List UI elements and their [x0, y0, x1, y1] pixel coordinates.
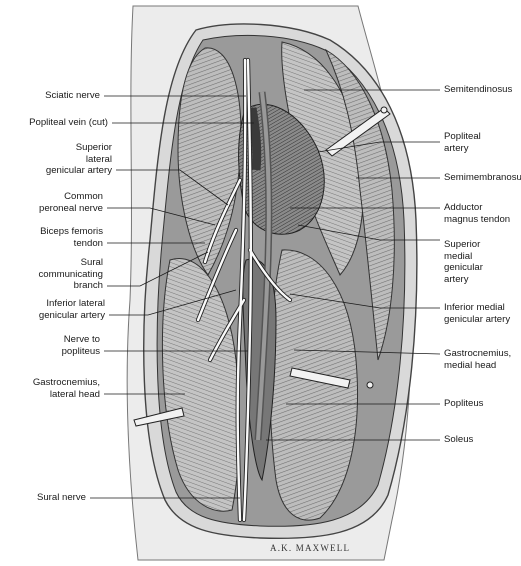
label-line: genicular artery [38, 309, 105, 321]
label-line: Superior [444, 239, 481, 250]
label-line: magnus tendon [444, 213, 511, 225]
semitendinosus-muscle [324, 48, 395, 361]
label-inferior-lateral-genicular-artery: Inferior lateral genicular artery [0, 298, 105, 321]
label-line: Soleus [444, 434, 474, 445]
label-line: Superior [75, 142, 112, 153]
label-line: genicular [444, 262, 483, 273]
label-semitendinosus: Semitendinosus [444, 84, 512, 96]
label-popliteus: Popliteus [444, 398, 483, 410]
label-adductor-magnus-tendon: Adductor magnus tendon [444, 202, 510, 225]
label-superior-medial-genicular-artery: Superior medial genicular artery [444, 239, 483, 285]
popliteal-vein-cut [247, 107, 262, 171]
label-soleus: Soleus [444, 434, 473, 446]
label-line: lateral [85, 153, 112, 165]
label-popliteal-artery: Popliteal artery [444, 131, 481, 154]
label-inferior-medial-genicular-artery: Inferior medial genicular artery [444, 302, 510, 325]
label-line: Gastrocnemius, [32, 377, 100, 388]
label-gastrocnemius-medial-head: Gastrocnemius, medial head [444, 348, 511, 371]
label-line: Nerve to [63, 334, 100, 345]
label-line: Inferior lateral [46, 298, 105, 309]
label-line: artery [444, 142, 469, 154]
label-line: medial head [444, 359, 497, 371]
label-line: communicating [38, 268, 103, 280]
label-line: Sural nerve [36, 492, 86, 503]
label-popliteal-vein: Popliteal vein (cut) [0, 117, 108, 129]
label-line: Sural [80, 257, 103, 268]
label-line: Adductor [444, 202, 483, 213]
label-line: genicular artery [45, 165, 112, 176]
label-line: Sciatic nerve [45, 90, 100, 101]
label-line: popliteus [61, 345, 100, 357]
label-line: Popliteus [444, 398, 484, 409]
label-line: peroneal nerve [38, 202, 103, 214]
label-semimembranosus: Semimembranosus [444, 172, 521, 184]
label-line: genicular artery [444, 313, 511, 325]
label-line: Semimembranosus [444, 172, 521, 183]
label-biceps-femoris-tendon: Biceps femoris tendon [0, 226, 103, 249]
retractor-hooks [133, 106, 391, 427]
label-line: tendon [73, 237, 103, 249]
leader-lines [90, 89, 441, 499]
label-line: Semitendinosus [444, 84, 513, 95]
label-line: Gastrocnemius, [444, 348, 512, 359]
label-line: Biceps femoris [40, 226, 103, 237]
label-line: medial [444, 250, 473, 262]
label-sural-communicating-branch: Sural communicating branch [0, 257, 103, 292]
label-line: Common [64, 191, 103, 202]
label-sural-nerve: Sural nerve [0, 492, 86, 504]
label-line: Popliteal [444, 131, 481, 142]
label-line: artery [444, 273, 469, 285]
label-superior-lateral-genicular-artery: Superior lateral genicular artery [0, 142, 112, 177]
label-line: Popliteal vein (cut) [29, 117, 108, 128]
label-line: lateral head [49, 388, 100, 400]
label-gastrocnemius-lateral-head: Gastrocnemius, lateral head [0, 377, 100, 400]
label-nerve-to-popliteus: Nerve to popliteus [0, 334, 100, 357]
gastrocnemius-lateral-head-muscle [161, 258, 240, 512]
label-line: Inferior medial [444, 302, 505, 313]
label-sciatic-nerve: Sciatic nerve [0, 90, 100, 102]
label-common-peroneal-nerve: Common peroneal nerve [0, 191, 103, 214]
label-line: branch [73, 280, 103, 291]
artist-signature: A.K. MAXWELL [270, 543, 351, 553]
